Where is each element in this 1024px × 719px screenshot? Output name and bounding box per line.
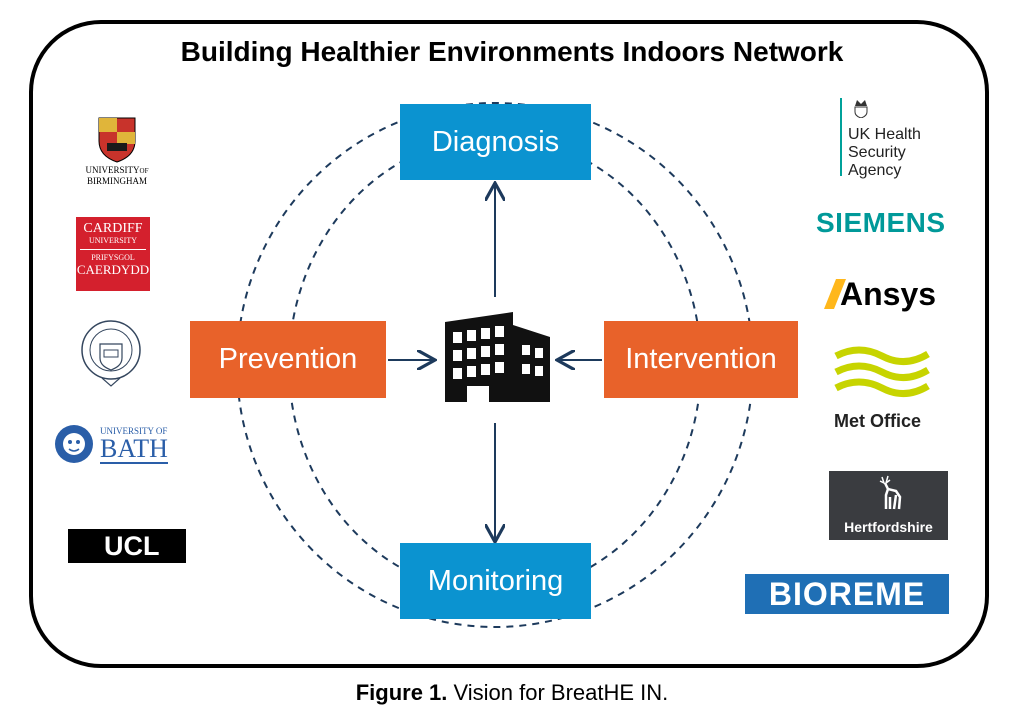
cardiff-university-logo: CARDIFF UNIVERSITY PRIFYSGOL CAERDYDD: [76, 217, 150, 291]
caption-label: Figure 1.: [355, 680, 448, 705]
caption-text: Vision for BreatHE IN.: [447, 680, 669, 705]
hertfordshire-text: Hertfordshire: [844, 519, 933, 535]
ansys-mark-icon: [824, 279, 846, 309]
ukhsa-line-3: Agency: [848, 162, 902, 179]
prifysgol-text: PRIFYSGOL: [91, 253, 135, 262]
prevention-box: Prevention: [190, 321, 386, 398]
intervention-box: Intervention: [604, 321, 798, 398]
ucl-logo: UCL: [68, 529, 186, 563]
ukhsa-line-2: Security: [848, 144, 906, 161]
bath-university-of-text: UNIVERSITY OF: [100, 426, 168, 436]
siemens-logo: SIEMENS: [816, 207, 946, 238]
cardiff-university-text: UNIVERSITY: [89, 236, 137, 245]
met-office-logo: Met Office: [834, 346, 934, 436]
university-of-oxford-logo: [78, 318, 144, 388]
met-office-text: Met Office: [834, 411, 922, 431]
university-of-hertfordshire-logo: Hertfordshire: [829, 471, 948, 540]
ucl-text: UCL: [104, 531, 160, 561]
birmingham-text-2: OF: [139, 167, 149, 175]
university-of-bath-logo: UNIVERSITY OF BATH: [54, 424, 176, 466]
ansys-logo: Ansys: [824, 276, 944, 316]
birmingham-text-3: BIRMINGHAM: [86, 176, 147, 186]
ansys-text: Ansys: [840, 276, 937, 312]
bioreme-logo: BIOREME: [745, 574, 949, 614]
university-of-birmingham-logo: UNIVERSITYOF BIRMINGHAM: [72, 115, 162, 195]
ukhsa-line-1: UK Health: [848, 126, 921, 143]
bath-text: BATH: [100, 434, 168, 464]
monitoring-box: Monitoring: [400, 543, 591, 619]
building-icon: [445, 312, 550, 402]
rounded-border-frame: [29, 20, 989, 668]
hart-deer-icon: [879, 475, 902, 510]
birmingham-crest-icon: [98, 117, 136, 163]
diagnosis-box: Diagnosis: [400, 104, 591, 180]
cardiff-text: CARDIFF: [83, 221, 143, 236]
bath-head-icon: [55, 425, 93, 463]
bioreme-text: BIOREME: [768, 576, 926, 612]
caerdydd-text: CAERDYDD: [76, 262, 150, 277]
figure-caption: Figure 1. Vision for BreatHE IN.: [0, 680, 1024, 706]
birmingham-text-1: UNIVERSITY: [85, 165, 140, 175]
royal-crest-icon: [854, 100, 868, 118]
figure-title: Building Healthier Environments Indoors …: [180, 36, 844, 67]
oxford-seal-icon: [81, 320, 141, 387]
uk-health-security-agency-logo: UK Health Security Agency: [838, 98, 948, 180]
met-office-waves-icon: [834, 346, 930, 397]
